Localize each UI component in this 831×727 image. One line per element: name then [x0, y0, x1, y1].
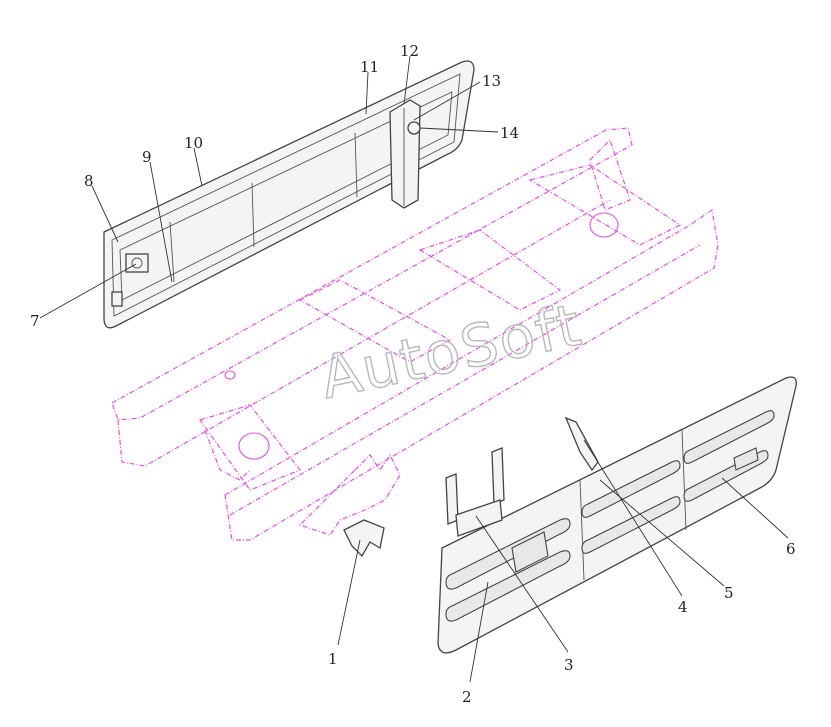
callout-10: 10	[184, 134, 203, 152]
vehicle-frame	[111, 127, 719, 541]
callout-1: 1	[328, 650, 338, 668]
watermark: AutoSoft	[315, 290, 588, 412]
callout-12: 12	[400, 42, 419, 60]
leader-lines	[39, 55, 789, 683]
callout-11: 11	[360, 58, 379, 76]
callout-labels: 1 2 3 4 5 6 7 8 9 10 11 12 13 14	[30, 42, 796, 706]
callout-13: 13	[482, 72, 501, 90]
callout-4: 4	[678, 598, 688, 616]
callout-9: 9	[142, 148, 152, 166]
callout-3: 3	[564, 656, 574, 674]
callout-14: 14	[500, 124, 519, 142]
bracket-part-1	[343, 519, 385, 558]
rear-panel-assembly	[103, 60, 475, 329]
callout-7: 7	[30, 312, 40, 330]
callout-6: 6	[786, 540, 796, 558]
callout-5: 5	[724, 584, 734, 602]
side-panel-assembly	[437, 376, 797, 654]
callout-2: 2	[462, 688, 472, 706]
callout-8: 8	[84, 172, 94, 190]
